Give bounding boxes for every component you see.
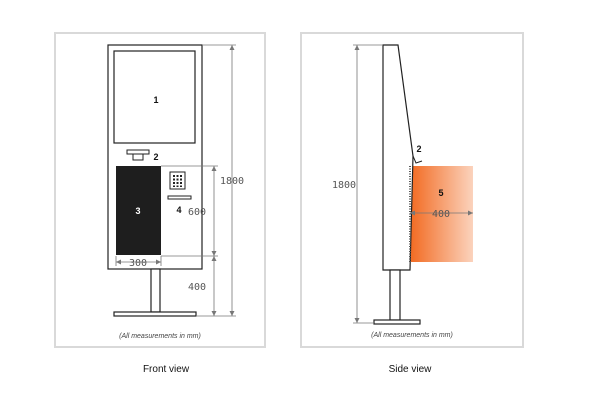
front-part-2: 2 — [153, 152, 158, 162]
front-dim-600: 600 — [188, 207, 206, 218]
side-pole — [389, 269, 401, 321]
front-screen — [113, 50, 196, 144]
front-dim-400: 400 — [188, 282, 206, 293]
front-dark-panel — [116, 166, 161, 255]
front-dim-1800: 1800 — [220, 176, 244, 187]
front-base — [113, 311, 197, 317]
side-note: (All measurements in mm) — [371, 332, 453, 339]
front-scanner-bottom — [132, 153, 144, 161]
side-view-drawing: 2 5 1800 400 (All measurements in mm) — [332, 44, 473, 339]
side-orange-zone — [410, 166, 473, 262]
front-part-4: 4 — [176, 205, 181, 215]
side-dim-400: 400 — [432, 209, 450, 220]
side-part-2: 2 — [416, 144, 421, 154]
card-slot — [167, 195, 192, 200]
front-dim-300: 300 — [129, 258, 147, 269]
front-pole — [150, 268, 161, 313]
front-view-drawing: 1 2 3 4 1800 600 400 300 (All measuremen… — [107, 44, 244, 340]
side-scanner-hook — [412, 155, 423, 164]
front-part-1: 1 — [153, 95, 158, 105]
side-body-outline — [382, 44, 414, 271]
front-note: (All measurements in mm) — [119, 333, 201, 340]
front-scanner-top — [126, 149, 150, 155]
front-view-caption: Front view — [142, 364, 190, 375]
side-base — [373, 319, 421, 325]
side-dim-1800: 1800 — [332, 180, 356, 191]
keypad-icon — [169, 171, 186, 190]
side-view-caption: Side view — [388, 364, 432, 375]
side-part-5: 5 — [438, 188, 443, 198]
front-part-3: 3 — [135, 206, 140, 216]
